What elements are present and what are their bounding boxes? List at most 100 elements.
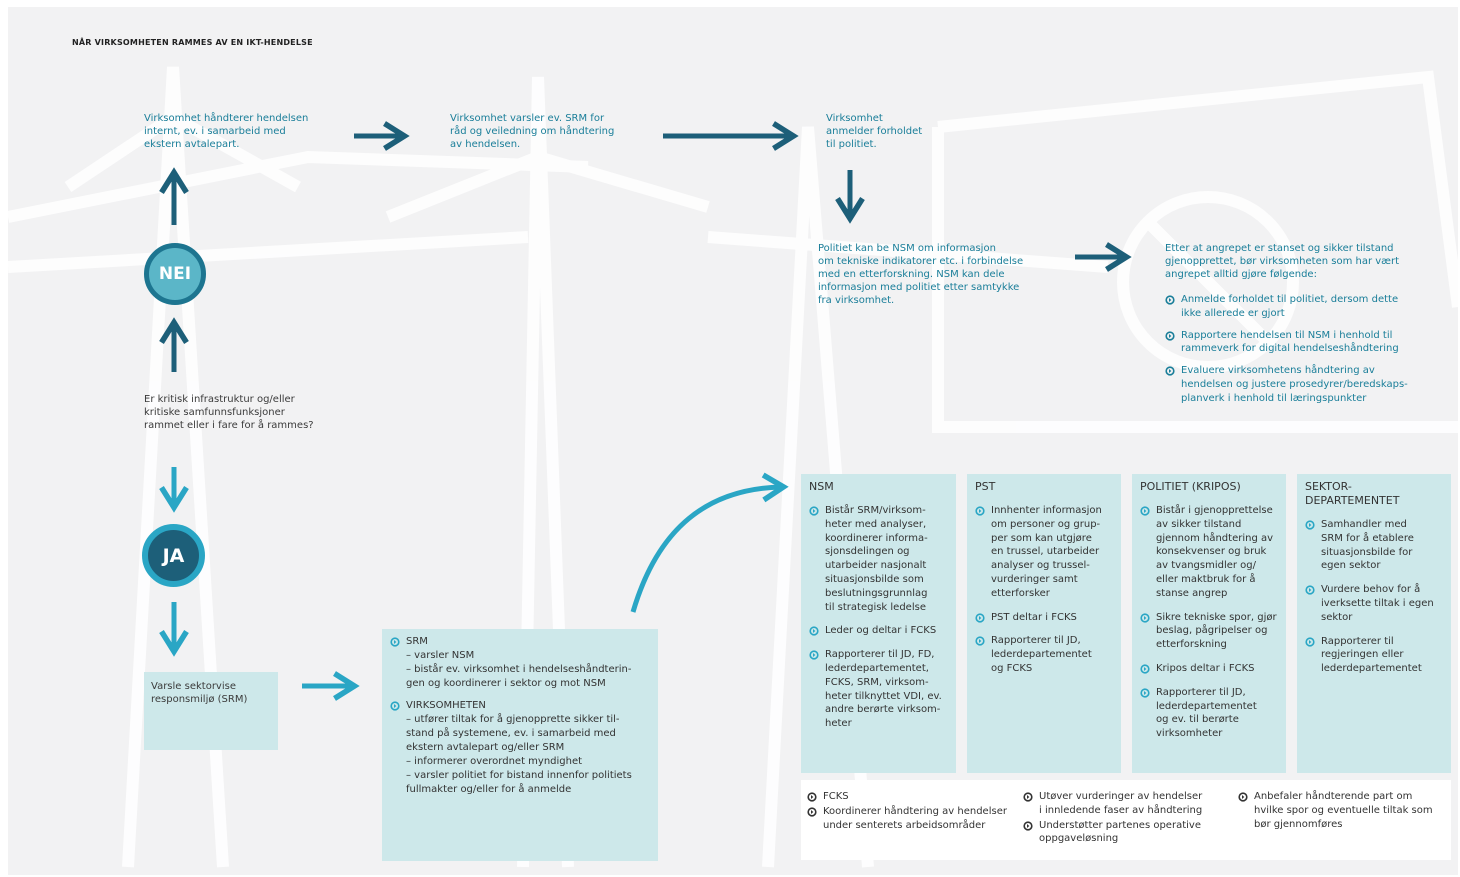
circle-arrow-bullet-icon — [390, 701, 400, 711]
column-header: SEKTOR- DEPARTEMENTET — [1305, 480, 1400, 507]
after-attack-item-text: Rapportere hendelsen til NSM i henhold t… — [1181, 329, 1399, 355]
fcks-item: Koordinerer håndtering av hendelser unde… — [807, 805, 1017, 833]
column-item-text: Rapporterer til JD, FD, lederdepartement… — [825, 649, 942, 730]
circle-arrow-bullet-icon — [1140, 688, 1150, 698]
column-item: Leder og deltar i FCKS — [809, 624, 948, 638]
circle-arrow-bullet-icon — [809, 650, 819, 660]
circle-arrow-bullet-icon — [975, 506, 985, 516]
column-item-text: Vurdere behov for å iverksette tiltak i … — [1321, 584, 1434, 623]
circle-arrow-bullet-icon — [1165, 366, 1175, 376]
step-report-police: Virksomhet anmelder forholdet til politi… — [826, 113, 923, 150]
column-sektordepartementet: SEKTOR- DEPARTEMENTET Samhandler med SRM … — [1297, 474, 1451, 773]
column-pst: PST Innhenter informasjon om personer og … — [967, 474, 1121, 773]
column-item: Rapporterer til regjeringen eller lederd… — [1305, 635, 1443, 676]
fcks-item: Utøver vurderinger av hendelser i innled… — [1023, 790, 1233, 818]
circle-arrow-bullet-icon — [1165, 330, 1175, 341]
circle-arrow-bullet-icon — [975, 612, 985, 623]
flow-arrows — [159, 121, 1132, 701]
circle-arrow-bullet-icon — [1023, 820, 1033, 831]
circle-arrow-bullet-icon — [1023, 792, 1033, 802]
column-header: NSM — [809, 480, 834, 493]
column-item: Innhenter informasjon om personer og gru… — [975, 504, 1113, 601]
column-item-text: Bistår SRM/virksom- heter med analyser, … — [825, 505, 928, 613]
column-item-text: Kripos deltar i FCKS — [1156, 662, 1255, 674]
after-attack-intro: Etter at angrepet er stanset og sikker t… — [1165, 243, 1400, 280]
page-title: NÅR VIRKSOMHETEN RAMMES AV EN IKT-HENDEL… — [72, 38, 313, 47]
column-item-text: Rapporterer til JD, lederdepartementet o… — [991, 635, 1092, 674]
infographic-canvas: NÅR VIRKSOMHETEN RAMMES AV EN IKT-HENDEL… — [8, 7, 1458, 875]
fcks-item-text: Anbefaler håndterende part om hvilke spo… — [1254, 791, 1433, 830]
fcks-col-3: Anbefaler håndterende part om hvilke spo… — [1238, 790, 1448, 832]
srm-box-item-text: SRM – varsler NSM – bistår ev. virksomhe… — [406, 636, 632, 689]
column-item-text: Innhenter informasjon om personer og gru… — [991, 505, 1102, 599]
fcks-col-1: FCKS Koordinerer håndtering av hendelser … — [807, 790, 1017, 833]
circle-arrow-bullet-icon — [1140, 506, 1150, 516]
column-item-text: Leder og deltar i FCKS — [825, 625, 937, 637]
column-item: Rapporterer til JD, lederdepartementet o… — [1140, 686, 1278, 741]
column-item: Bistår i gjenopprettelse av sikker tilst… — [1140, 504, 1278, 601]
nei-circle: NEI — [144, 243, 206, 305]
column-item: Vurdere behov for å iverksette tiltak i … — [1305, 583, 1443, 624]
circle-arrow-bullet-icon — [1238, 792, 1248, 802]
circle-arrow-bullet-icon — [809, 506, 819, 516]
circle-arrow-bullet-icon — [809, 626, 819, 636]
column-item: Sikre tekniske spor, gjør beslag, pågrip… — [1140, 611, 1278, 652]
after-attack-item: Anmelde forholdet til politiet, dersom d… — [1165, 293, 1440, 321]
circle-arrow-bullet-icon — [807, 792, 817, 802]
notify-srm-text: Varsle sektorvise responsmiljø (SRM) — [151, 681, 248, 705]
circle-arrow-bullet-icon — [390, 637, 400, 647]
column-header: POLITIET (KRIPOS) — [1140, 480, 1241, 493]
column-item-text: Bistår i gjenopprettelse av sikker tilst… — [1156, 505, 1274, 599]
fcks-item: FCKS — [807, 790, 1017, 804]
after-attack-item: Evaluere virksomhetens håndtering av hen… — [1165, 364, 1440, 405]
fcks-item-text: Koordinerer håndtering av hendelser unde… — [823, 805, 1007, 831]
fcks-item: Anbefaler håndterende part om hvilke spo… — [1238, 790, 1448, 831]
column-item-text: Rapporterer til JD, lederdepartementet o… — [1156, 686, 1257, 740]
circle-arrow-bullet-icon — [1305, 636, 1315, 647]
column-item-text: Sikre tekniske spor, gjør beslag, pågrip… — [1156, 611, 1277, 651]
step-police-nsm-info: Politiet kan be NSM om informasjon om te… — [818, 243, 1024, 306]
circle-arrow-bullet-icon — [1140, 664, 1150, 674]
after-attack-item: Rapportere hendelsen til NSM i henhold t… — [1165, 329, 1440, 357]
circle-arrow-bullet-icon — [1305, 520, 1315, 530]
step-notify-srm: Virksomhet varsler ev. SRM for råd og ve… — [450, 113, 615, 150]
column-nsm: NSM Bistår SRM/virksom- heter med analyse… — [801, 474, 956, 773]
notify-srm-box: Varsle sektorvise responsmiljø (SRM) — [144, 672, 278, 750]
fcks-box: FCKS Koordinerer håndtering av hendelser … — [801, 780, 1451, 860]
srm-box-item-text: VIRKSOMHETEN – utfører tiltak for å gjen… — [406, 700, 632, 795]
column-item-text: Samhandler med SRM for å etablere situas… — [1321, 519, 1414, 572]
ja-label: JA — [162, 544, 185, 567]
column-politiet: POLITIET (KRIPOS) Bistår i gjenopprettels… — [1132, 474, 1286, 773]
column-item: Samhandler med SRM for å etablere situas… — [1305, 518, 1443, 573]
background-illustration — [8, 66, 1458, 868]
srm-business-box: SRM – varsler NSM – bistår ev. virksomhe… — [382, 629, 658, 861]
circle-arrow-bullet-icon — [1305, 585, 1315, 595]
srm-box-item: VIRKSOMHETEN – utfører tiltak for å gjen… — [390, 699, 650, 797]
column-item: Bistår SRM/virksom- heter med analyser, … — [809, 504, 948, 614]
critical-infrastructure-question: Er kritisk infrastruktur og/eller kritis… — [144, 394, 314, 431]
fcks-item-text: Utøver vurderinger av hendelser i innled… — [1039, 791, 1203, 816]
after-attack-item-text: Evaluere virksomhetens håndtering av hen… — [1181, 365, 1408, 404]
fcks-item-text: FCKS — [823, 791, 849, 802]
after-attack-section: Etter at angrepet er stanset og sikker t… — [1165, 242, 1440, 414]
circle-arrow-bullet-icon — [1140, 612, 1150, 623]
circle-arrow-bullet-icon — [1165, 295, 1175, 305]
circle-arrow-bullet-icon — [975, 636, 985, 646]
after-attack-item-text: Anmelde forholdet til politiet, dersom d… — [1181, 294, 1399, 319]
column-item: PST deltar i FCKS — [975, 611, 1113, 625]
nei-label: NEI — [158, 264, 192, 284]
column-item: Rapporterer til JD, FD, lederdepartement… — [809, 648, 948, 731]
fcks-item-text: Understøtter partenes operative oppgavel… — [1039, 819, 1201, 845]
column-item: Rapporterer til JD, lederdepartementet o… — [975, 634, 1113, 675]
ja-circle: JA — [142, 524, 205, 587]
column-item-text: Rapporterer til regjeringen eller lederd… — [1321, 635, 1422, 675]
srm-box-item: SRM – varsler NSM – bistår ev. virksomhe… — [390, 635, 650, 691]
column-item: Kripos deltar i FCKS — [1140, 662, 1278, 676]
arrow-srm-columns — [630, 472, 789, 613]
circle-arrow-bullet-icon — [807, 807, 817, 817]
fcks-item: Understøtter partenes operative oppgavel… — [1023, 819, 1233, 847]
column-item-text: PST deltar i FCKS — [991, 611, 1077, 623]
column-header: PST — [975, 480, 996, 493]
step-handle-internally: Virksomhet håndterer hendelsen internt, … — [144, 113, 309, 150]
fcks-col-2: Utøver vurderinger av hendelser i innled… — [1023, 790, 1233, 847]
